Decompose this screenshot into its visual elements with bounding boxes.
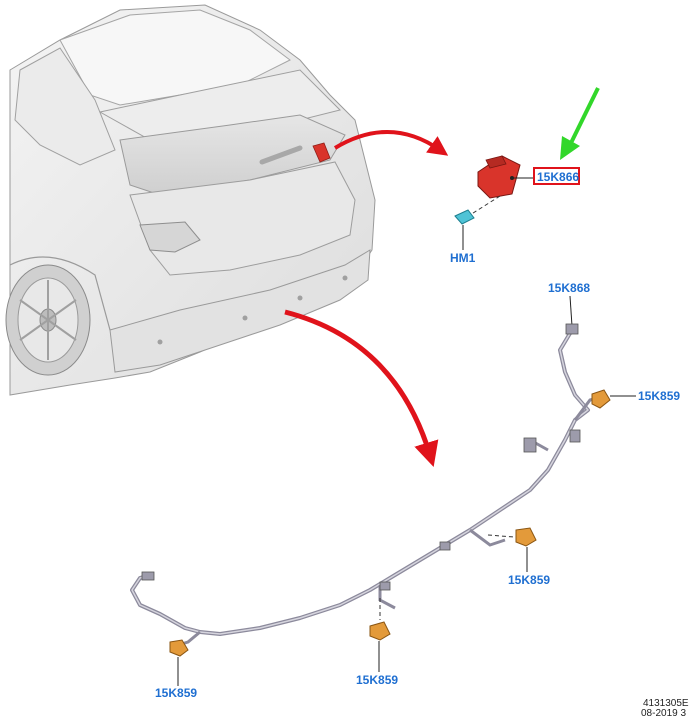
wiring-harness [130,323,599,647]
vehicle-tail-light [139,221,201,253]
vehicle-illustration [5,4,376,396]
parking-aid-module [477,155,534,199]
clip-hm1 [454,209,475,250]
bumper-sensor-mark [157,339,163,345]
vehicle-tailgate-handle [259,145,303,165]
vehicle-wheel [5,264,91,376]
bumper-sensor-mark [242,315,248,321]
red-arrow-harness [284,309,439,467]
callout-sensor-right: 15K859 [638,389,680,403]
vehicle-rear-bumper [109,249,371,373]
callout-clip: HM1 [450,251,476,265]
green-arrow-icon [560,87,600,160]
vehicle-side-window [14,47,116,166]
vehicle-fender-arch [9,256,111,331]
harness-leader [569,295,573,327]
drawing-date: 08-2019 3 [641,708,686,716]
drawing-number: 4131305E [643,698,689,709]
parking-sensor-center-left [369,598,391,672]
red-arrow-module [333,130,449,156]
callout-module: 15K866 [537,170,579,184]
callout-sensor-center-left: 15K859 [356,673,398,687]
module-callout-box [533,167,580,185]
callout-sensor-center-right: 15K859 [508,573,550,587]
vehicle-roof [59,9,291,106]
module-clip-link [469,195,501,216]
callout-sensor-left: 15K859 [155,686,197,700]
bumper-sensor-mark [297,295,303,301]
module-location-highlight [312,142,331,163]
callout-harness: 15K868 [548,281,590,295]
vehicle-rear-window [119,114,346,196]
bumper-sensor-mark [342,275,348,281]
parking-sensor-right [591,389,636,409]
parking-sensor-center-right [487,527,537,572]
parking-sensor-left [169,639,189,686]
